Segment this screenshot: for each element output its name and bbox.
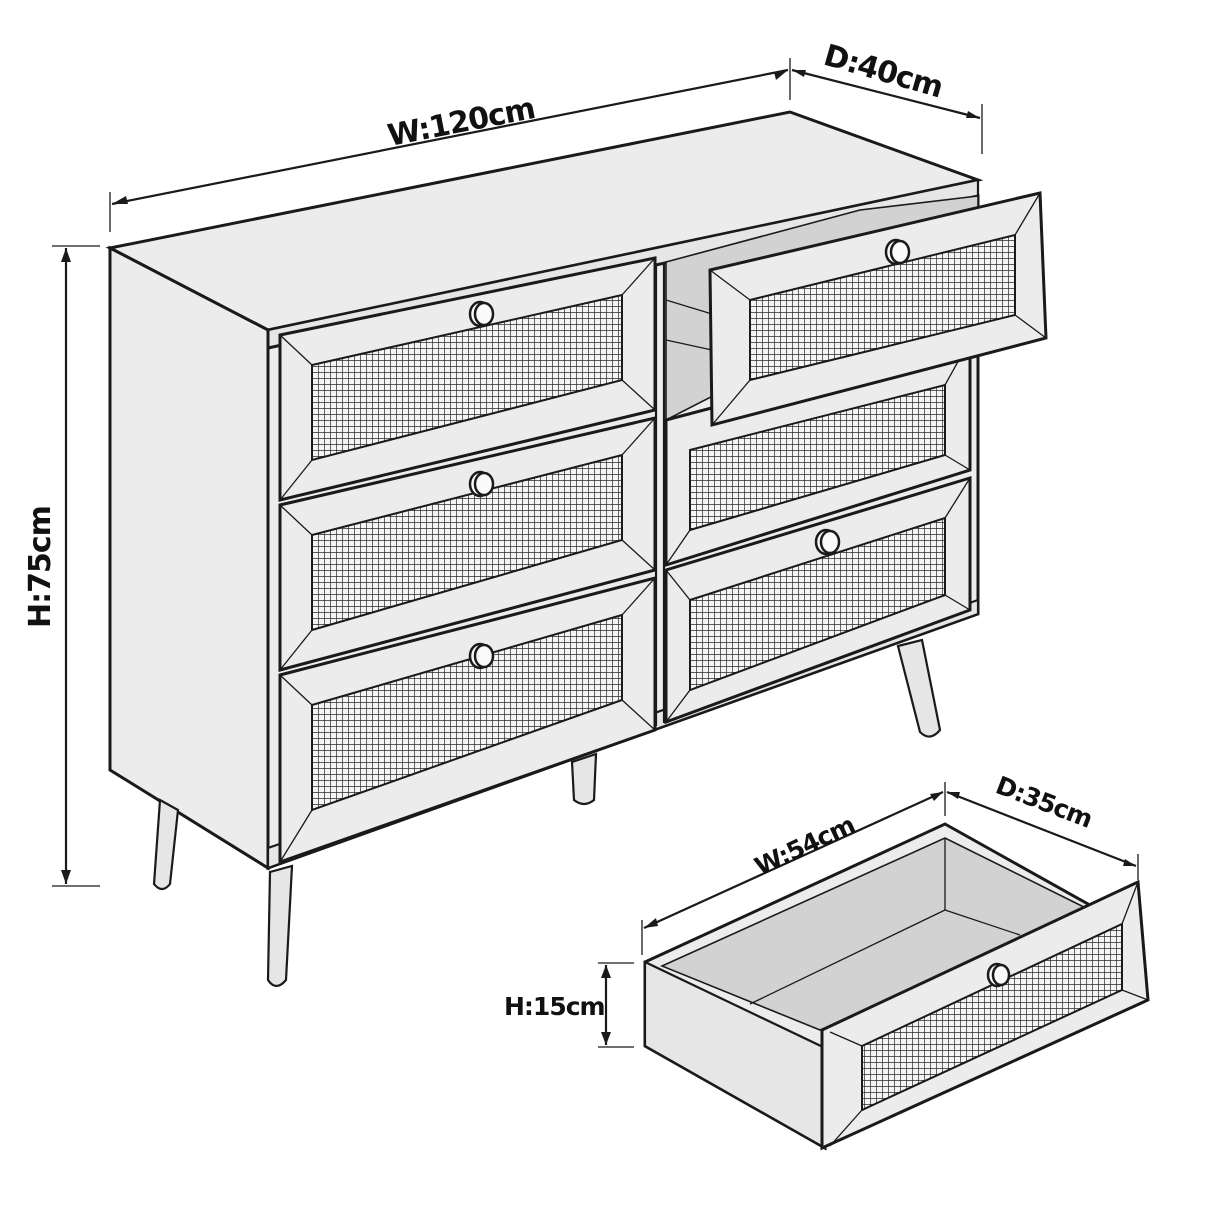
drawer-detail	[643, 822, 1150, 1151]
drawer-left-2	[278, 416, 657, 672]
leg-back-middle	[570, 752, 598, 806]
drawer-right-1-open	[708, 191, 1048, 427]
drawer-left-1	[278, 256, 657, 502]
leg-back-left	[152, 798, 180, 891]
knob-icon	[468, 470, 495, 498]
drawer-right-3	[664, 475, 972, 725]
dimension-height-drawer: H:15cm	[504, 962, 634, 1048]
drawer-right-2	[664, 338, 972, 568]
knob-icon	[468, 300, 495, 328]
knob-icon	[884, 238, 911, 266]
dresser	[105, 110, 1048, 988]
drawer-height-label: H:15cm	[504, 992, 605, 1021]
height-label: H:75cm	[23, 506, 58, 628]
knob-icon	[814, 528, 841, 556]
dresser-left-side	[108, 245, 270, 871]
knob-icon	[468, 642, 495, 670]
width-label: W:120cm	[385, 91, 538, 154]
leg-front-right	[896, 638, 942, 738]
dimension-height-main: H:75cm	[23, 245, 100, 887]
leg-front-left	[266, 864, 294, 988]
depth-label: D:40cm	[820, 38, 947, 105]
drawer-left-3	[278, 576, 657, 865]
knob-icon	[986, 962, 1011, 988]
dresser-legs	[152, 638, 942, 988]
drawer-depth-label: D:35cm	[992, 771, 1096, 834]
